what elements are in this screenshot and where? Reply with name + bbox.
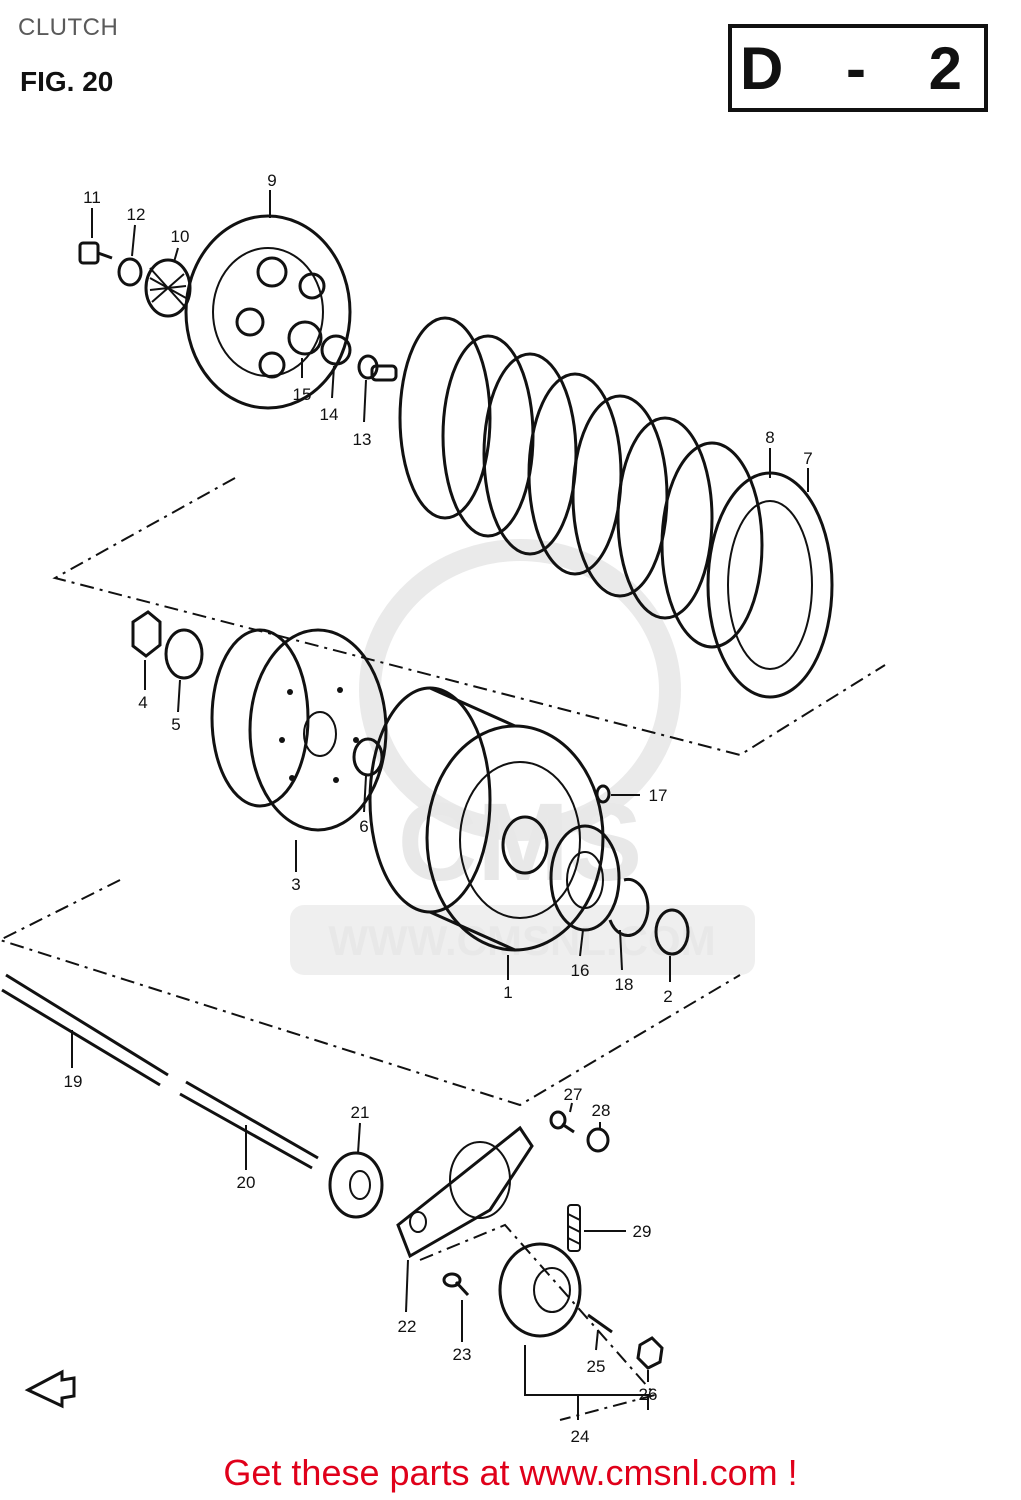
callout-13: 13 — [353, 430, 372, 449]
assembly-boundary-upper — [52, 477, 886, 757]
callout-20: 20 — [237, 1173, 256, 1192]
callout-labels: 1 2 3 4 5 6 7 8 9 10 11 12 13 14 15 16 1… — [64, 171, 813, 1446]
callout-25: 25 — [587, 1357, 606, 1376]
callout-1: 1 — [503, 983, 512, 1002]
watermark: CMS WWW.CMSNL.COM — [290, 539, 755, 975]
callout-9: 9 — [267, 171, 276, 190]
part-24-release-assy — [498, 1242, 582, 1338]
figure-number: FIG. 20 — [20, 66, 114, 97]
callout-6: 6 — [359, 817, 368, 836]
part-7-8-clutch-plates — [398, 316, 834, 699]
callout-5: 5 — [171, 715, 180, 734]
callout-26: 26 — [639, 1385, 658, 1404]
forward-arrow-icon — [24, 1369, 76, 1409]
callout-16: 16 — [571, 961, 590, 980]
part-3-clutch-hub — [210, 628, 388, 832]
callout-17: 17 — [649, 786, 668, 805]
part-5-lock-washer — [164, 628, 204, 680]
callout-18: 18 — [615, 975, 634, 994]
callout-24: 24 — [571, 1427, 590, 1446]
part-29-spring — [567, 1204, 581, 1252]
watermark-url: WWW.CMSNL.COM — [328, 917, 715, 964]
callout-23: 23 — [453, 1345, 472, 1364]
callout-12: 12 — [127, 205, 146, 224]
callout-22: 22 — [398, 1317, 417, 1336]
part-11-bolt — [78, 241, 113, 265]
callout-4: 4 — [138, 693, 147, 712]
part-23-bolt — [442, 1272, 470, 1297]
part-4-nut — [131, 610, 162, 658]
part-17-pin — [595, 784, 611, 804]
diagram-code-box: D - 2 — [728, 24, 988, 112]
callout-10: 10 — [171, 227, 190, 246]
callout-15: 15 — [293, 385, 312, 404]
part-18-circlip — [608, 877, 650, 937]
part-9-pressure-plate — [184, 214, 352, 410]
callout-14: 14 — [320, 405, 339, 424]
part-20-push-rod — [179, 1080, 319, 1170]
part-27-bolt — [549, 1110, 575, 1134]
part-19-push-rod — [1, 973, 169, 1087]
callout-3: 3 — [291, 875, 300, 894]
callout-11: 11 — [83, 188, 101, 207]
leader-lines — [71, 190, 809, 1420]
callout-8: 8 — [765, 428, 774, 447]
callout-27: 27 — [564, 1085, 583, 1104]
part-22-gasket — [396, 1125, 534, 1259]
part-2-thrust-washer — [654, 908, 690, 956]
callout-7: 7 — [803, 449, 812, 468]
part-16-gear — [549, 824, 621, 932]
part-21-oil-seal — [328, 1151, 384, 1219]
callout-21: 21 — [351, 1103, 370, 1122]
part-14-bearing — [320, 334, 352, 366]
part-12-washer — [117, 257, 143, 287]
footer-cta[interactable]: Get these parts at www.cmsnl.com ! — [223, 1452, 798, 1493]
diagram-code: D - 2 — [739, 34, 977, 102]
callout-28: 28 — [592, 1101, 611, 1120]
assembly-boundary-cover — [419, 1223, 657, 1421]
callout-29: 29 — [633, 1222, 652, 1241]
part-6-washer — [352, 737, 384, 777]
part-28-nut — [586, 1127, 610, 1153]
part-13-push-piece — [357, 354, 398, 382]
assembly-boundary-lower — [0, 879, 741, 1107]
diagram-title: CLUTCH — [18, 14, 119, 41]
part-26-nut — [636, 1336, 664, 1370]
part-25-adjuster-screw — [587, 1313, 613, 1334]
part-10-spring — [144, 258, 192, 318]
callout-2: 2 — [663, 987, 672, 1006]
part-1-clutch-housing — [368, 686, 605, 952]
callout-19: 19 — [64, 1072, 83, 1091]
